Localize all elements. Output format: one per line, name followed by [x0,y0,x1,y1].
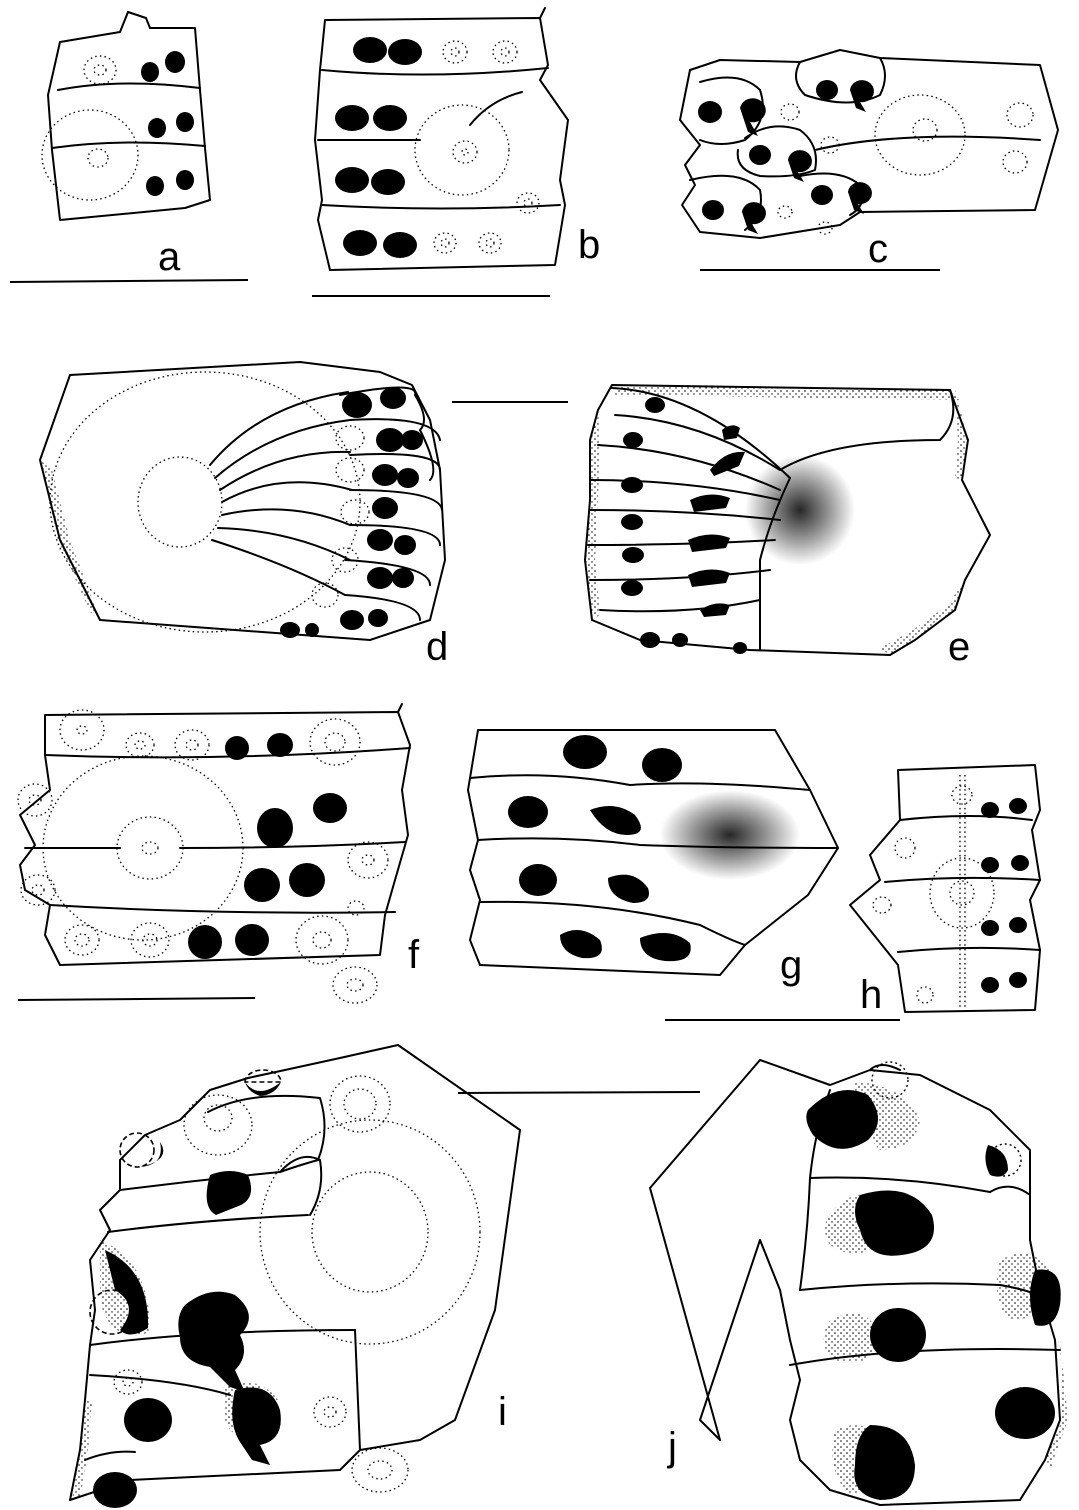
panel-f: f [18,704,420,1003]
scale-bar [18,998,255,1000]
panel-label-e: e [948,625,970,669]
panel-label-b: b [578,223,600,267]
panel-g: g [468,730,838,987]
panel-d: d [40,362,448,669]
panel-b: b [312,8,600,296]
scale-bar [458,1092,700,1093]
panel-a: a [10,12,248,282]
panel-e: e [585,385,990,669]
panel-label-a: a [158,235,181,279]
panel-label-g: g [780,943,802,987]
panel-label-i: i [498,1390,507,1434]
panel-c: c [680,50,1058,271]
scale-bar [10,280,248,282]
panel-i: i [70,1045,520,1508]
panel-label-j: j [667,1425,677,1469]
panel-label-d: d [426,625,448,669]
panel-j: j [650,1060,1068,1505]
panel-label-c: c [868,227,888,271]
panel-label-h: h [860,973,882,1017]
panel-label-f: f [408,933,420,977]
